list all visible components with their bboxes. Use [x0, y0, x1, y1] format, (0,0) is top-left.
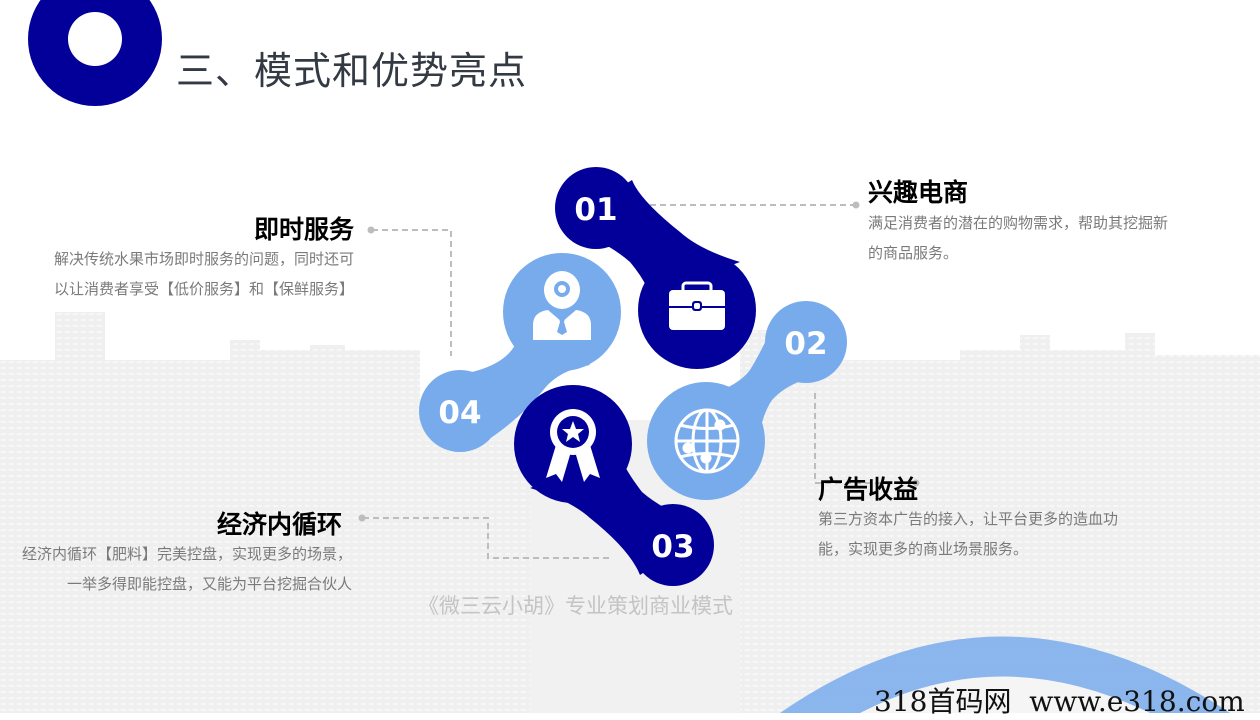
block-04-description: 解决传统水果市场即时服务的问题，同时还可 以让消费者享受【低价服务】和【保鲜服务…: [20, 244, 354, 304]
block-02-description: 第三方资本广告的接入，让平台更多的造血功 能，实现更多的商业场景服务。: [818, 504, 1118, 564]
decorative-arc: [780, 636, 1230, 713]
block-02-title: 广告收益: [818, 475, 919, 504]
page-title: 三、模式和优势亮点: [176, 49, 528, 93]
node-02-number: 02: [784, 326, 827, 362]
node-03-number: 03: [651, 529, 694, 565]
block-02-line-2: 能，实现更多的商业场景服务。: [818, 540, 1029, 558]
block-01-line-2: 的商品服务。: [868, 244, 959, 262]
block-03-title: 经济内循环: [216, 510, 342, 539]
briefcase-icon: [669, 281, 725, 330]
connector-lines: [363, 204, 915, 559]
watermark: 318首码网 www.e318.com: [874, 685, 1245, 718]
block-02-line-1: 第三方资本广告的接入，让平台更多的造血功: [818, 510, 1119, 528]
block-01-line-1: 满足消费者的潜在的购物需求，帮助其挖掘新: [868, 214, 1169, 232]
block-04-line-1: 解决传统水果市场即时服务的问题，同时还可: [53, 250, 354, 268]
globe-icon: [674, 408, 740, 474]
block-04-line-2: 以让消费者享受【低价服务】和【保鲜服务】: [53, 280, 354, 298]
node-04-number: 04: [438, 395, 481, 431]
node-01-number: 01: [574, 192, 617, 228]
award-badge-icon: [546, 409, 600, 482]
tagline: 《微三云小胡》专业策划商业模式: [418, 594, 733, 618]
block-03-line-2: 一举多得即能控盘，又能为平台挖掘合伙人: [66, 575, 352, 593]
person-gear-icon: [533, 271, 591, 340]
block-03-line-1: 经济内循环【肥料】完美控盘，实现更多的场景，: [21, 545, 352, 563]
block-04-title: 即时服务: [253, 215, 354, 244]
header-ring-icon: [28, 0, 162, 106]
block-01-title: 兴趣电商: [868, 178, 969, 207]
block-03-description: 经济内循环【肥料】完美控盘，实现更多的场景， 一举多得即能控盘，又能为平台挖掘合…: [0, 539, 352, 599]
block-01-description: 满足消费者的潜在的购物需求，帮助其挖掘新 的商品服务。: [868, 208, 1168, 268]
